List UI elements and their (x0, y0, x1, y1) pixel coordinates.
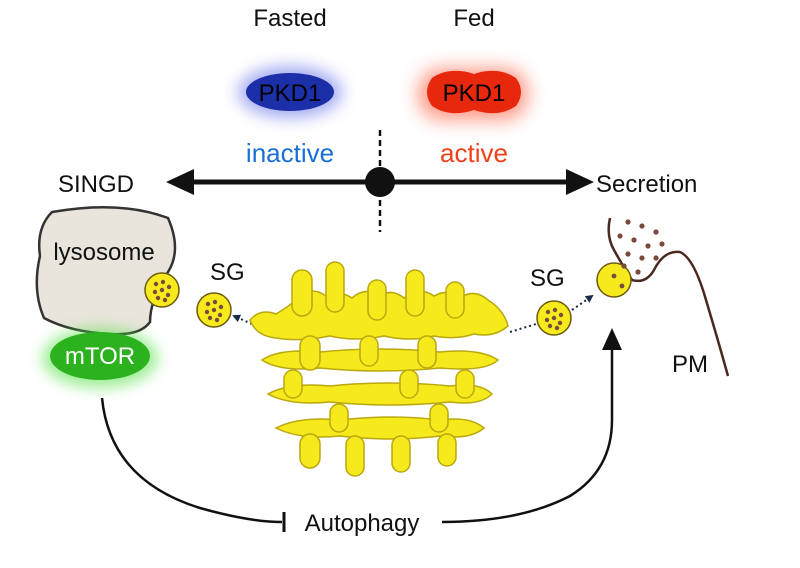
autophagy-arrow-head (602, 328, 622, 350)
lysosome-icon: lysosome (35, 205, 177, 336)
arrow-left-head (166, 169, 194, 195)
sg-right-transport-arrow-out (571, 294, 594, 311)
pkd1-inactive-label: PKD1 (259, 80, 322, 107)
pkd1-active-label: PKD1 (443, 80, 506, 107)
mtor-node: mTOR (42, 328, 158, 388)
autophagy-label: Autophagy (305, 510, 420, 537)
sg-left-label: SG (210, 259, 245, 286)
active-label: active (440, 138, 508, 168)
mtor-inhibits-autophagy-curve (100, 397, 283, 524)
sg-right-label: SG (530, 265, 565, 292)
singd-label: SINGD (58, 171, 134, 198)
sg-right-transport-arrow-in (509, 323, 537, 333)
sg-left-transport-arrow (232, 314, 253, 325)
secretory-granule-icon (536, 300, 572, 336)
plasma-membrane (596, 217, 730, 377)
secretory-granule-icon (144, 272, 180, 308)
pkd1-inactive-node: PKD1 (238, 66, 342, 118)
secretory-granule-icon (196, 292, 232, 328)
fed-label: Fed (453, 5, 494, 32)
arrow-right-head (566, 169, 594, 195)
pkd1-active-node: PKD1 (418, 68, 528, 120)
inactive-label: inactive (246, 138, 334, 168)
secretion-label: Secretion (596, 171, 697, 198)
mtor-label: mTOR (65, 343, 135, 370)
autophagy-to-secretion-arrow (441, 346, 614, 524)
pivot-dot (365, 167, 395, 197)
lysosome-label: lysosome (53, 239, 154, 266)
golgi-apparatus-icon (249, 261, 509, 477)
fasted-label: Fasted (253, 5, 326, 32)
pm-label: PM (672, 351, 708, 378)
